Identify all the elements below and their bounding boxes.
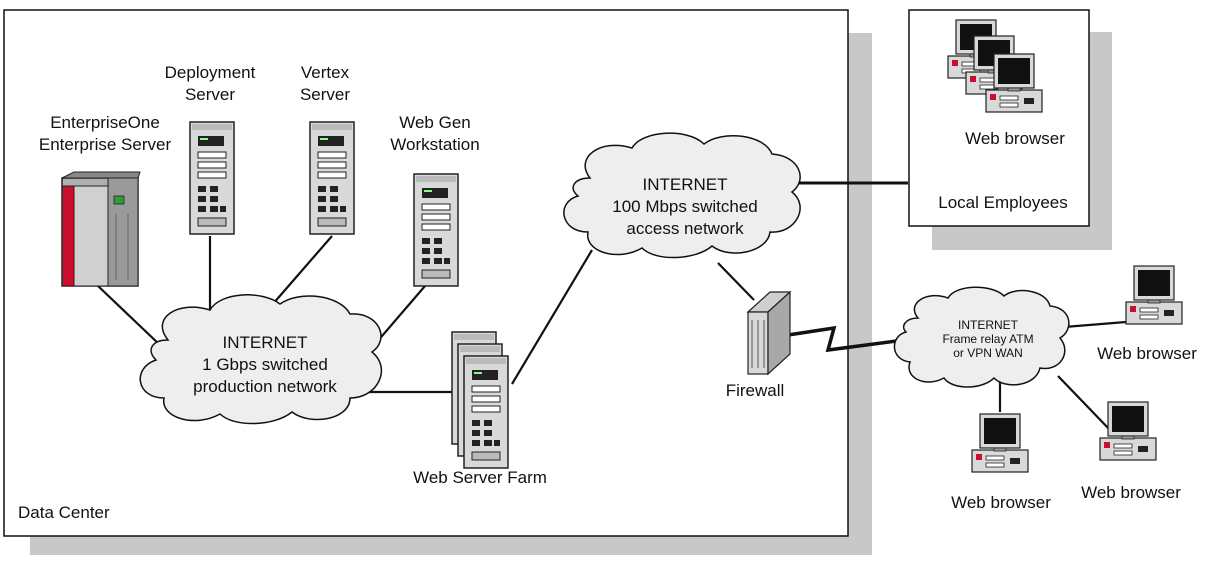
web-gen-workstation-icon [413,173,459,287]
wan-cloud [893,286,1070,388]
link-vertex-production [271,235,333,306]
remote-browser-label-2: Web browser [951,493,1051,512]
remote-computer-icon-3 [1099,401,1157,461]
remote-browser-label-1: Web browser [1097,344,1197,363]
enterprise-server-label: EnterpriseOne Enterprise Server [38,113,172,154]
vertex-server-icon [309,121,355,235]
web-gen-workstation-label: Web Gen Workstation [390,113,480,154]
production-network-label: INTERNET 1 Gbps switched production netw… [193,333,337,396]
deployment-server-label: Deployment Server [164,63,256,104]
web-server-farm-icon [451,331,509,469]
vertex-server-label: Vertex Server [299,63,351,104]
web-server-farm-label: Web Server Farm [413,468,547,487]
link-access-firewall [717,262,755,301]
enterprise-server-icon [61,171,141,287]
local-employees-label: Local Employees [938,193,1068,212]
link-wan-browser3 [1057,375,1111,431]
local-browser-label: Web browser [965,129,1065,148]
production-network-cloud [139,294,383,425]
data-center-label: Data Center [18,503,110,522]
remote-browser-label-3: Web browser [1081,483,1181,502]
firewall-label: Firewall [725,381,785,400]
link-enterprise-production [97,285,161,346]
access-network-cloud [563,132,801,259]
deployment-server-icon [189,121,235,235]
access-network-label: INTERNET 100 Mbps switched access networ… [612,175,758,238]
wan-network-label: INTERNET Frame relay ATM or VPN WAN [942,318,1034,360]
link-webfarm-access [511,249,593,385]
remote-computer-icon-2 [971,413,1029,473]
link-firewall-wan-bolt [787,325,905,353]
remote-computer-icon-1 [1125,265,1183,325]
firewall-icon [746,290,792,376]
